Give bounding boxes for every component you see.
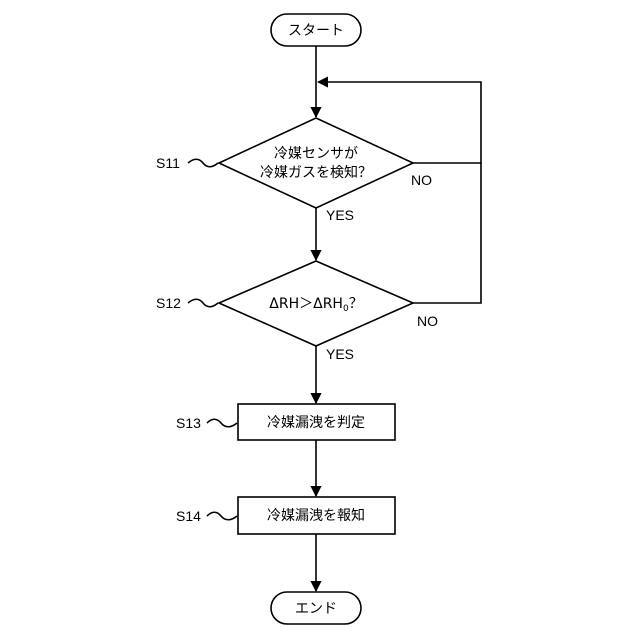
- s11-yes-label: YES: [326, 207, 354, 223]
- s14-label-connector: [207, 512, 237, 520]
- s11-text-line1: 冷媒センサが: [274, 146, 358, 162]
- s13-text: 冷媒漏洩を判定: [267, 415, 365, 431]
- s12-text-main: ΔRH＞ΔRH: [269, 296, 343, 312]
- s12-label-connector: [188, 299, 218, 307]
- s13-process: 冷媒漏洩を判定: [238, 404, 395, 440]
- s14-step-label: S14: [176, 508, 201, 524]
- end-terminal: エンド: [271, 592, 361, 624]
- s13-step-label: S13: [176, 415, 201, 431]
- s13-label-connector: [207, 419, 237, 427]
- s14-text: 冷媒漏洩を報知: [267, 507, 365, 524]
- s11-label-connector: [188, 159, 218, 167]
- s12-yes-label: YES: [326, 346, 354, 362]
- s12-no-label: NO: [417, 313, 438, 329]
- s11-text-line2: 冷媒ガスを検知？: [260, 164, 372, 181]
- start-terminal: スタート: [271, 14, 361, 46]
- s11-decision: 冷媒センサが 冷媒ガスを検知？: [219, 118, 413, 208]
- s14-process: 冷媒漏洩を報知: [238, 497, 395, 534]
- s12-decision: ΔRH＞ΔRH0？: [219, 261, 413, 346]
- end-terminal-text: エンド: [295, 601, 337, 617]
- s11-step-label: S11: [156, 155, 180, 171]
- start-terminal-text: スタート: [288, 23, 344, 39]
- s12-text-question: ？: [349, 296, 363, 312]
- s11-no-label: NO: [411, 172, 432, 188]
- s11-decision-shape: [219, 118, 413, 208]
- s12-text: ΔRH＞ΔRH0？: [269, 296, 362, 314]
- s12-step-label: S12: [156, 295, 181, 311]
